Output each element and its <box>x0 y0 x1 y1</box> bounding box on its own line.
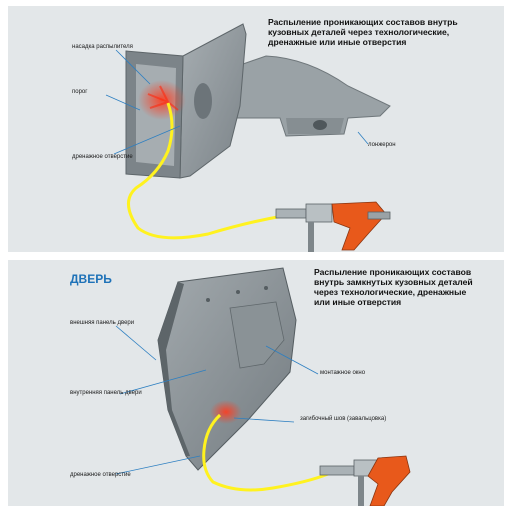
spray-gun <box>319 455 411 506</box>
label-drain: дренажное отверстие <box>72 154 133 160</box>
label-member: лонжерон <box>368 142 396 148</box>
label-mount-window: монтажное окно <box>320 370 366 376</box>
mount-window <box>229 301 285 369</box>
label-nozzle: насадка распылителя <box>72 44 133 50</box>
door-title: ДВЕРЬ <box>70 272 112 286</box>
member-hole <box>313 120 327 130</box>
label-inner-panel: внутренняя панель двери <box>70 390 142 396</box>
label-outer-panel: внешняя панель двери <box>70 320 135 326</box>
sill-illustration <box>105 23 391 252</box>
leader-lines <box>115 325 319 475</box>
outer-panel <box>158 282 190 456</box>
sill-body <box>179 23 247 179</box>
door-illustration <box>115 267 411 506</box>
door-caption: Распыление проникающих составов внутрь з… <box>314 267 473 307</box>
hose <box>127 102 284 240</box>
hose <box>202 413 329 492</box>
side-member <box>222 55 391 137</box>
label-hem-seam: загибочный шов (завальцовка) <box>300 416 387 422</box>
top-caption: Распыление проникающих составов внутрь к… <box>268 17 458 47</box>
spray-gun <box>275 201 391 252</box>
door-panel: ДВЕРЬ внешняя панель двери внутренняя па… <box>8 260 504 506</box>
label-drain: дренажное отверстие <box>70 472 131 478</box>
label-sill: порог <box>72 89 88 95</box>
leader-lines <box>105 49 369 155</box>
sill-panel: насадка распылителя порог дренажное отве… <box>8 6 504 252</box>
